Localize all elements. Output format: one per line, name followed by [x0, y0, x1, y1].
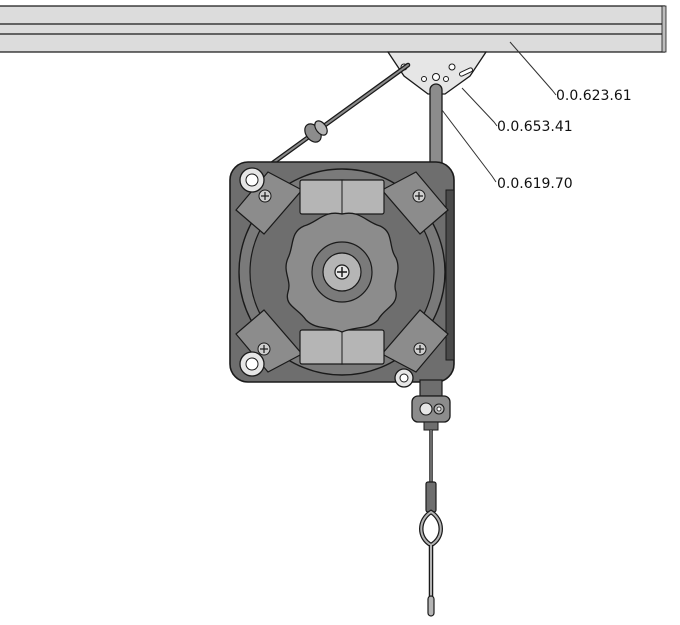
screw-icon	[258, 189, 272, 203]
mounting-bracket	[386, 51, 488, 95]
leader-line-hanger	[441, 109, 497, 183]
rail-end-cap	[661, 5, 667, 53]
bracket-slot	[458, 67, 474, 77]
cable-outlet	[411, 379, 451, 431]
eyelet-hole	[399, 373, 409, 383]
wire-clamp	[314, 120, 328, 136]
rope-ferrule	[425, 481, 437, 513]
screw-icon	[413, 342, 427, 356]
housing-arm	[235, 171, 303, 235]
overhead-rail	[0, 5, 667, 53]
screw-icon	[257, 342, 271, 356]
outlet-collar	[423, 421, 439, 431]
safety-wire	[249, 62, 411, 181]
leader-line-bracket	[461, 87, 498, 127]
outlet-neck	[419, 379, 443, 397]
housing-side-flange	[445, 189, 455, 361]
callout-label-rail: 0.0.623.61	[556, 88, 632, 104]
callout-label-bracket: 0.0.653.41	[497, 119, 573, 135]
housing-arm	[381, 171, 449, 235]
leader-line-rail	[509, 41, 557, 96]
bracket-plate	[386, 51, 488, 95]
bracket-hole	[421, 76, 427, 82]
screw-icon	[412, 189, 426, 203]
bracket-hole	[432, 73, 440, 81]
wire-rope	[425, 430, 437, 513]
balancer-housing	[229, 161, 455, 388]
bracket-hole	[448, 63, 456, 71]
callout-leaders	[441, 41, 557, 183]
stopper-bolt	[419, 402, 433, 416]
eyelet-hole	[245, 173, 259, 187]
hook-icon	[419, 509, 443, 617]
callout-label-hanger: 0.0.619.70	[497, 176, 573, 192]
housing-arm	[381, 309, 449, 373]
rail-body	[0, 6, 665, 52]
eyelet-hole	[245, 357, 259, 371]
bracket-hole	[443, 76, 449, 82]
